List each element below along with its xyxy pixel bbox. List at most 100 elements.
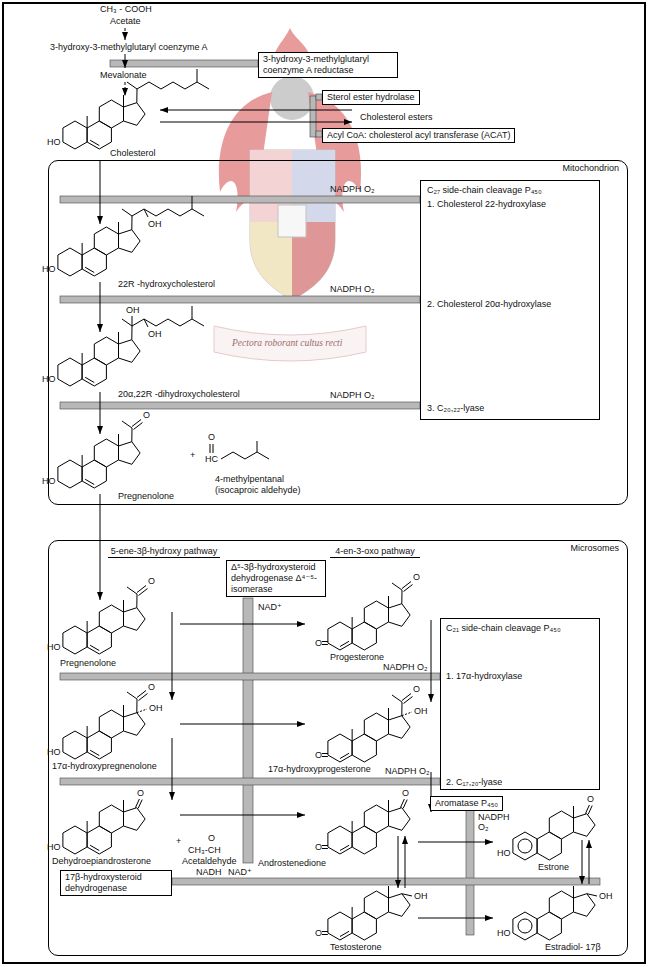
- bond-line: [192, 196, 193, 209]
- atom-label: OH: [148, 219, 162, 229]
- bond-line: [87, 821, 88, 833]
- bond-line: [82, 243, 83, 255]
- bond-line: [87, 116, 88, 128]
- bond-line: [90, 645, 99, 650]
- compound-label: CH₃ - COOH: [100, 4, 152, 14]
- enzyme-complex-box: C₂₁ side-chain cleavage P₄₅₀1. 17α-hydro…: [440, 618, 600, 790]
- bond-line: [322, 848, 328, 849]
- compound-label: Acetate: [110, 16, 141, 26]
- atom-label: O: [148, 576, 155, 586]
- ring: [63, 826, 87, 854]
- ring: [119, 442, 141, 465]
- ring: [58, 358, 82, 386]
- bond-line: [144, 319, 148, 327]
- ring: [82, 460, 106, 488]
- atom-label: O₂: [478, 822, 489, 832]
- ring: [364, 713, 388, 741]
- atom-label: OH: [414, 706, 428, 716]
- compound-label: Dehydroepiandrosterone: [52, 856, 151, 866]
- reaction-arrow: [418, 842, 493, 843]
- compound-label: Estradiol- 17β: [545, 942, 601, 952]
- ring: [364, 805, 388, 833]
- bond-line: [173, 82, 185, 89]
- enzyme-name: C₂₁ side-chain cleavage P₄₅₀: [446, 623, 592, 634]
- bond-line: [131, 428, 132, 442]
- atom-label: HO: [42, 476, 56, 486]
- atom-label: OH: [149, 703, 163, 713]
- compound-label: 17α-hydroxypregnenolone: [52, 761, 157, 771]
- ring: [94, 439, 118, 467]
- bond-line: [136, 89, 137, 103]
- reaction-arrow: [431, 620, 432, 702]
- bond-line: [404, 697, 413, 704]
- compound-label: CH₃-CH: [188, 845, 221, 855]
- bond-line: [82, 455, 83, 467]
- escutcheon: [278, 205, 306, 237]
- enzyme-name: 3-hydroxy-3-methylglutaryl coenzyme A re…: [263, 54, 393, 76]
- ring: [328, 622, 352, 650]
- ring: [58, 248, 82, 276]
- enzyme-name: 17β-hydroxysteroid dehydrogenase: [65, 872, 167, 894]
- compound-label: Progesterone: [330, 652, 384, 662]
- reaction-arrow: [180, 815, 305, 816]
- reaction-arrow: [418, 918, 493, 919]
- atom-label: HO: [47, 642, 61, 652]
- ring: [119, 340, 141, 363]
- bond-line: [388, 800, 389, 812]
- bond-line: [192, 209, 204, 216]
- pathway-heading: 5-ene-3β-hydroxy pathway: [108, 546, 220, 558]
- bond-line: [149, 82, 161, 89]
- bond-line: [85, 377, 94, 382]
- enzyme-bar: [60, 673, 440, 680]
- bond-line: [340, 753, 349, 758]
- bond-line: [402, 582, 411, 589]
- ring: [94, 227, 118, 255]
- bond-line: [144, 319, 156, 326]
- bond-line: [127, 692, 137, 699]
- atom-label: O: [315, 928, 322, 938]
- bond-line: [132, 316, 133, 326]
- bond-line: [118, 222, 119, 234]
- enzyme-complex-box: C₂₇ side-chain cleavage P₄₅₀1. Cholester…: [420, 180, 600, 420]
- ring: [82, 248, 106, 276]
- bond-line: [192, 319, 204, 326]
- compound-label: 17α-hydroxyprogesterone: [268, 764, 371, 774]
- reaction-arrow: [398, 836, 399, 888]
- atom-label: HO: [497, 848, 511, 858]
- ring: [58, 460, 82, 488]
- bond-line: [85, 267, 94, 272]
- compound-label: Testosterone: [330, 942, 382, 952]
- bond-line: [139, 694, 148, 701]
- compound-label: NAD⁺: [258, 602, 282, 612]
- ring: [389, 808, 411, 831]
- reaction-arrow: [589, 840, 590, 884]
- ring: [352, 912, 376, 940]
- bond-line: [403, 800, 407, 809]
- bond-line: [127, 587, 137, 594]
- bond-line: [185, 82, 197, 89]
- bond-line: [573, 886, 574, 898]
- reaction-arrow: [582, 840, 583, 884]
- compound-label: NADPH O₂: [330, 184, 375, 194]
- bond-line: [87, 726, 88, 738]
- ring: [94, 337, 118, 365]
- bond-line: [131, 326, 132, 340]
- enzyme-bar: [60, 778, 440, 785]
- reaction-arrow: [160, 110, 352, 111]
- atom-label: O: [208, 833, 215, 843]
- region-title: Microsomes: [570, 543, 619, 554]
- bond-line: [82, 353, 83, 365]
- reaction-arrow: [125, 28, 126, 40]
- atom-label: OH: [599, 891, 613, 901]
- atom-label: O: [208, 432, 215, 442]
- bond-line: [123, 95, 124, 107]
- ring: [87, 826, 111, 854]
- compound-label: 4-methylpentanal: [215, 474, 284, 484]
- bond-line: [401, 590, 402, 604]
- ring: [124, 808, 146, 831]
- atom-label: OH: [126, 305, 140, 315]
- compound-label: Pregnenolone: [118, 491, 174, 501]
- bond-line: [122, 209, 132, 216]
- compound-label: NADPH O₂: [385, 766, 430, 776]
- atom-label: HO: [47, 842, 61, 852]
